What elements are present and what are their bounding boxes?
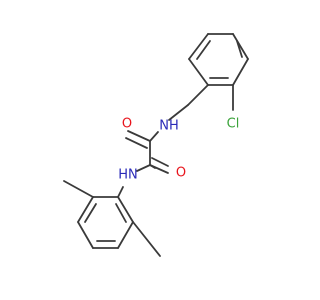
bond — [151, 157, 169, 167]
bond — [188, 58, 209, 86]
bond — [127, 130, 151, 142]
bond — [236, 40, 243, 58]
bond — [84, 203, 97, 223]
bond — [196, 40, 211, 60]
bond — [125, 137, 148, 149]
bond — [77, 196, 94, 223]
bond — [132, 221, 161, 257]
bond — [232, 33, 249, 60]
bond — [136, 164, 151, 172]
oxygen-label: O — [122, 117, 132, 132]
bond — [168, 104, 189, 121]
amide-nh-label: NH — [159, 119, 179, 134]
bond — [63, 180, 94, 198]
atom-labels: O O NH HN Cl — [118, 117, 239, 183]
bond — [117, 186, 124, 198]
bond — [149, 131, 159, 142]
oxygen-label: O — [176, 166, 186, 181]
bond — [115, 203, 127, 223]
bond — [117, 196, 134, 223]
bond — [77, 221, 94, 249]
bond — [232, 58, 249, 86]
amide-hn-label: HN — [118, 168, 138, 183]
bonds — [63, 33, 249, 257]
chlorine-label: Cl — [227, 117, 240, 132]
bond — [117, 221, 134, 249]
bond — [187, 84, 209, 106]
molecule-structure: O O NH HN Cl — [63, 33, 249, 257]
bond — [149, 164, 169, 174]
bond — [188, 33, 209, 60]
